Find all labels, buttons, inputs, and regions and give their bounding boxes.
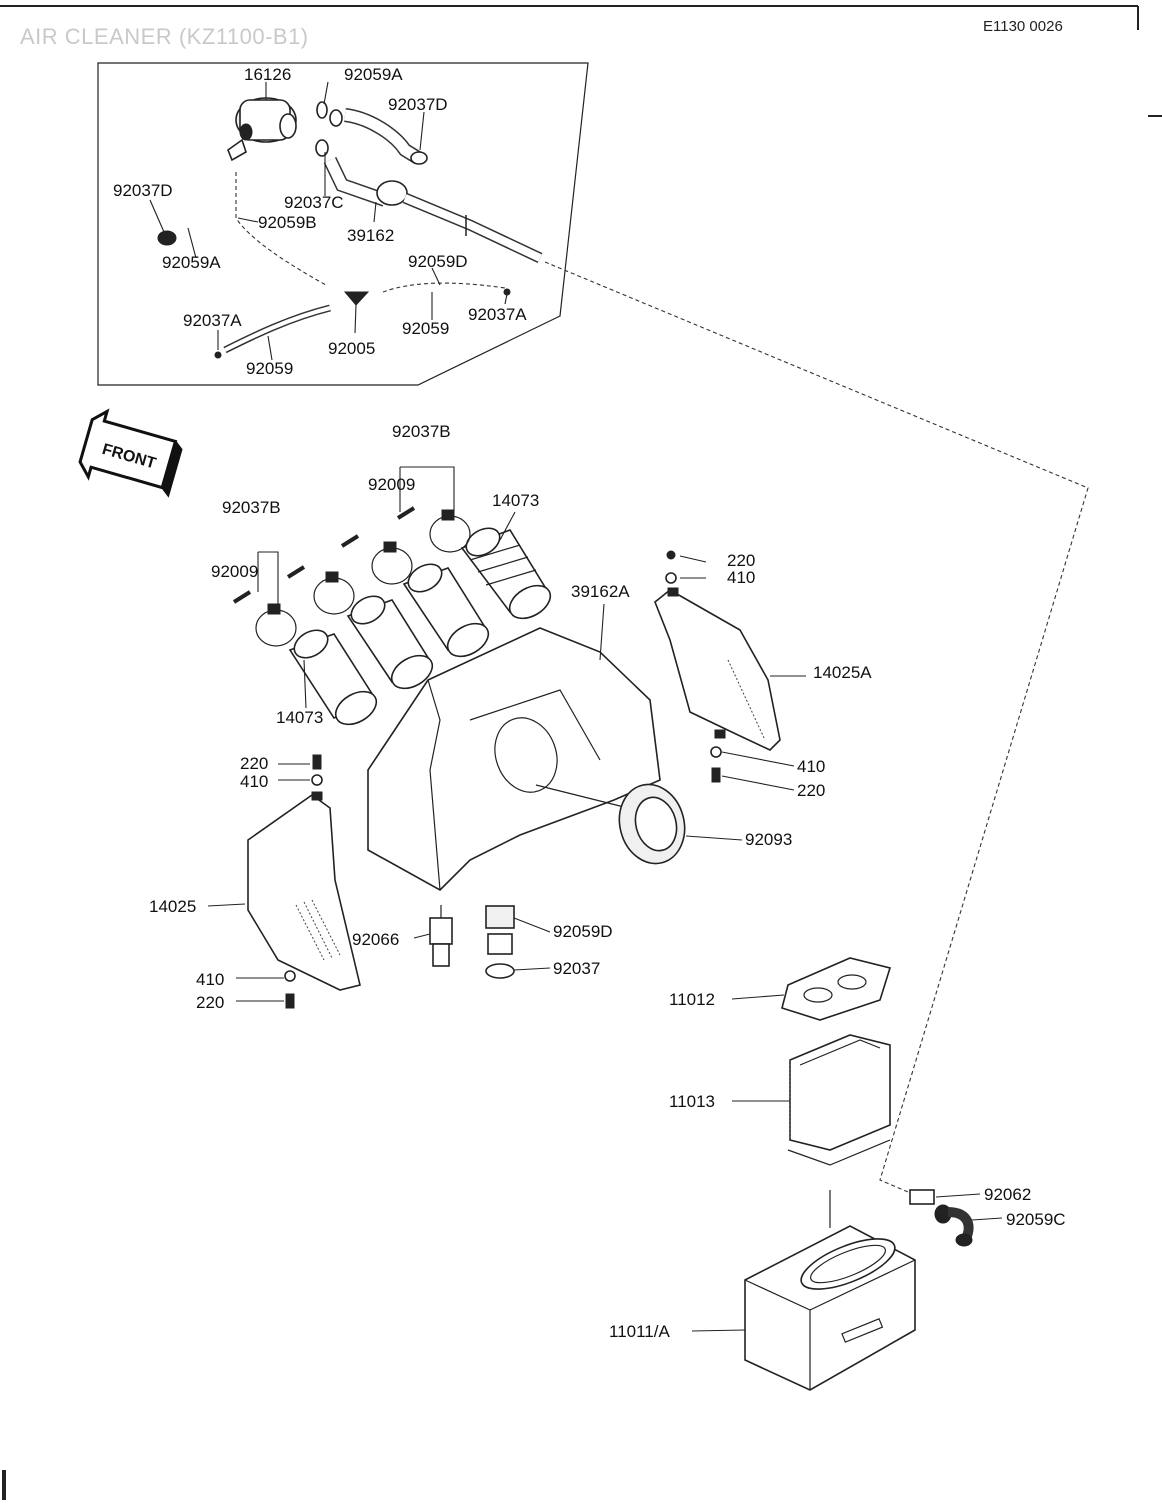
label-92059D-mid: 92059D [553, 922, 613, 941]
ring-92037 [485, 963, 515, 979]
label-92059D-top: 92059D [408, 252, 468, 271]
label-92066: 92066 [352, 930, 399, 949]
label-11011A: 11011/A [609, 1322, 670, 1341]
label-11013: 11013 [669, 1092, 715, 1111]
plug-92059D [485, 905, 515, 955]
drain-92066 [429, 905, 453, 967]
label-92037C: 92037C [284, 193, 344, 212]
label-220-bottom-left: 220 [196, 993, 224, 1012]
element-11013 [787, 1034, 891, 1166]
label-410-left: 410 [240, 772, 268, 791]
label-410-bottom-left: 410 [196, 970, 224, 989]
part-16126 [227, 97, 297, 162]
clamp-92059A-top [315, 101, 343, 157]
hose-92059A-left [157, 156, 226, 246]
label-92037B-left: 92037B [222, 498, 281, 517]
label-14025: 14025 [149, 897, 196, 916]
label-220-left: 220 [240, 754, 268, 773]
boot-14073-mid-right [402, 563, 490, 658]
case-11011A [744, 1225, 916, 1391]
label-92037: 92037 [553, 959, 600, 978]
front-arrow-icon [78, 408, 183, 498]
boot-14073-right [460, 527, 552, 620]
label-14073-top: 14073 [492, 491, 539, 510]
housing-39162A [367, 627, 661, 891]
label-39162A: 39162A [571, 582, 630, 601]
boot-14073-mid-left [346, 595, 434, 690]
grommet-92093 [618, 783, 686, 865]
fitting-92062 [909, 1189, 935, 1205]
label-92059A-top: 92059A [344, 65, 403, 84]
label-92037A-right: 92037A [468, 305, 527, 324]
label-220-top-right: 220 [727, 551, 755, 570]
hose-39162 [323, 156, 543, 263]
inset-leaders [149, 81, 508, 361]
cover-14025A [654, 587, 781, 751]
hose-92059-left [214, 304, 331, 359]
drawing-code: E1130 0026 [983, 18, 1063, 35]
label-92009-left: 92009 [211, 562, 258, 581]
label-92037B-top: 92037B [392, 422, 451, 441]
label-410-top-right: 410 [727, 568, 755, 587]
label-39162: 39162 [347, 226, 394, 245]
diagram-title: AIR CLEANER (KZ1100-B1) [20, 24, 309, 49]
leader-lines [207, 466, 1003, 1332]
plug-92059C [934, 1204, 974, 1247]
label-410-right: 410 [797, 757, 825, 776]
label-11012: 11012 [669, 990, 715, 1009]
clamps-92037B [255, 509, 471, 647]
hose-92059-right [382, 282, 506, 293]
label-92037D-left: 92037D [113, 181, 173, 200]
long-hose-route [544, 261, 1089, 1196]
fitting-92005 [343, 291, 370, 306]
label-92005: 92005 [328, 339, 375, 358]
label-16126: 16126 [244, 65, 291, 84]
cover-14025 [247, 791, 361, 991]
part-number-labels: 16126 92059A 92037D 92037D 92037C 92059B… [113, 65, 1066, 1341]
label-92093: 92093 [745, 830, 792, 849]
label-92009-top: 92009 [368, 475, 415, 494]
label-92037D-top: 92037D [388, 95, 448, 114]
seal-11012 [781, 957, 892, 1021]
hose-92059B [235, 172, 327, 286]
hose-92037D-top [343, 108, 428, 165]
inset-box [97, 62, 589, 386]
label-92037A-left: 92037A [183, 311, 242, 330]
label-92059C: 92059C [1006, 1210, 1066, 1229]
boot-14073-left [288, 629, 378, 726]
label-92062: 92062 [984, 1185, 1031, 1204]
screws-92009 [232, 506, 416, 604]
label-14073-left: 14073 [276, 708, 323, 727]
label-14025A: 14025A [813, 663, 872, 682]
label-92059-mid: 92059 [402, 319, 449, 338]
label-220-right: 220 [797, 781, 825, 800]
bolts-and-washers [284, 550, 722, 1009]
label-92059B: 92059B [258, 213, 317, 232]
label-92059-left: 92059 [246, 359, 293, 378]
label-92059A-left: 92059A [162, 253, 221, 272]
